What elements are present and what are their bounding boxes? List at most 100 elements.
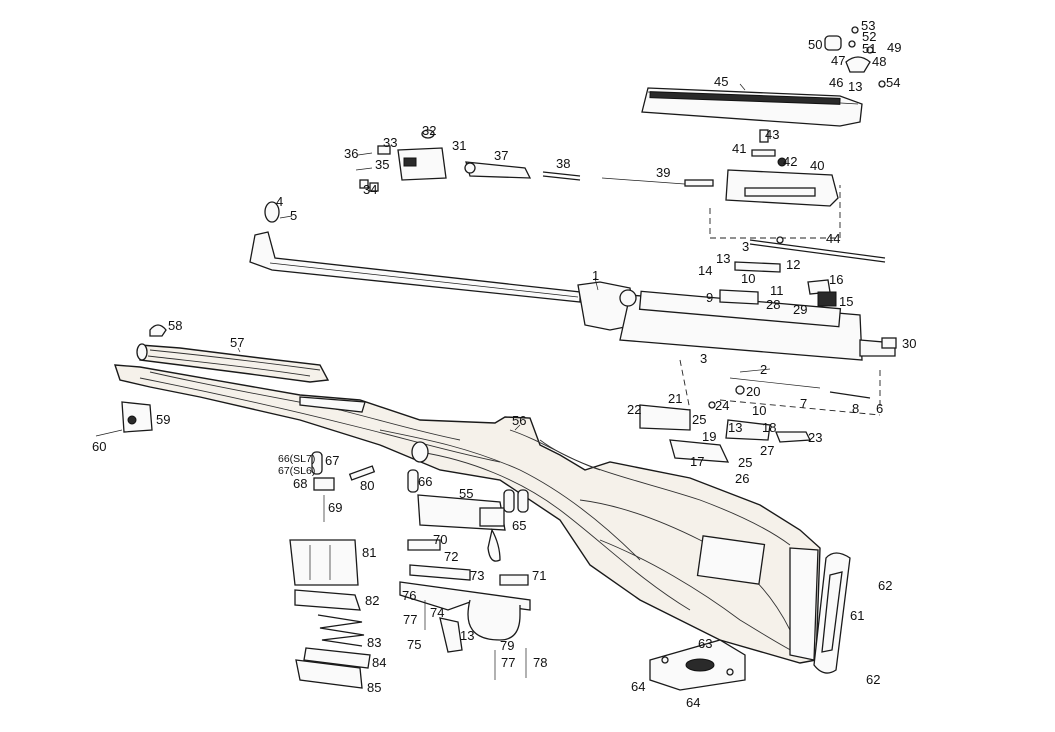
part-label-25-alt4: 25 [738,455,752,470]
sight-part-4-5 [264,201,293,223]
part-label-6: 6 [876,401,883,416]
part-label-62-alt5: 62 [866,672,880,687]
stock-part-56 [114,364,821,664]
part-label-16: 16 [829,272,843,287]
part-label-35: 35 [375,157,389,172]
part-label-72: 72 [444,549,458,564]
part-label-48: 48 [872,54,886,69]
part-label-32: 32 [422,123,436,138]
part-label-76: 76 [402,588,416,603]
part-label-26: 26 [735,471,749,486]
part-label-21: 21 [668,391,682,406]
recoil-spring-part-44 [749,239,886,263]
small-parts-32-36 [355,129,435,192]
magazine-plate-part-84 [303,647,371,669]
part-label-77: 77 [403,612,417,627]
part-label-71: 71 [532,568,546,583]
barrel-receiver-part-1 [249,231,896,361]
part-label-13-alt2: 13 [460,628,474,643]
part-label-64: 64 [631,679,645,694]
part-label-15: 15 [839,294,853,309]
part-label-9: 9 [706,290,713,305]
part-label-18: 18 [762,420,776,435]
part-label-69: 69 [328,500,342,515]
part-label-80: 80 [360,478,374,493]
block-part-68 [313,477,335,491]
part-label-63: 63 [698,636,712,651]
part-label-11: 11 [770,283,784,298]
part-label-75: 75 [407,637,421,652]
part-label-53: 53 [861,18,875,33]
part-label-41: 41 [732,141,746,156]
magazine-spring-part-83 [317,614,365,647]
trigger-housing-part-55 [417,494,506,562]
part-label-83: 83 [367,635,381,650]
front-cap-part-59 [121,401,153,433]
part-label-10: 10 [741,271,755,286]
part-label-31: 31 [452,138,466,153]
part-label-47: 47 [831,53,845,68]
part-label-65: 65 [512,518,526,533]
part-label-82: 82 [365,593,379,608]
part-label-56: 56 [512,413,526,428]
part-label-2: 2 [760,362,767,377]
part-label-10-alt3: 10 [752,403,766,418]
pin-part-30 [881,337,897,349]
part-label-40: 40 [810,158,824,173]
part-label-54: 54 [886,75,900,90]
pin-part-80 [348,465,376,481]
part-label-50: 50 [808,37,822,52]
part-label-66: 66 [418,474,432,489]
part-label-13-alt1: 13 [848,79,862,94]
part-label-78: 78 [533,655,547,670]
bolt-carrier-part-40 [709,169,841,239]
part-label-29: 29 [793,302,807,317]
small-parts-41-43 [751,129,787,167]
part-label-64-alt6: 64 [686,695,700,710]
handguard-part-57 [136,343,330,383]
part-label-79: 79 [500,638,514,653]
hammer-part-74 [439,617,463,653]
part-label-4: 4 [276,194,283,209]
part-label-25: 25 [692,412,706,427]
part-label-77-alt8: 77 [501,655,515,670]
part-label-22: 22 [627,402,641,417]
buttplate-part-61 [813,552,851,674]
part-label-12: 12 [786,257,800,272]
part-label-13: 13 [716,251,730,266]
part-label-17: 17 [690,454,704,469]
part-label-36: 36 [344,146,358,161]
trigger-guard-part-73 [399,539,531,641]
part-label-37: 37 [494,148,508,163]
slot-label-line-1: 66(SL7) [278,453,315,465]
part-label-60: 60 [92,439,106,454]
part-label-45: 45 [714,74,728,89]
part-label-8: 8 [852,401,859,416]
part-label-5: 5 [290,208,297,223]
trigger-mechanism-parts-17-27 [639,359,881,463]
part-label-62: 62 [878,578,892,593]
part-label-19: 19 [702,429,716,444]
part-label-14: 14 [698,263,712,278]
part-label-39: 39 [656,165,670,180]
pins-65-66-77-78 [311,451,529,680]
part-label-7: 7 [800,396,807,411]
part-label-59: 59 [156,412,170,427]
part-label-38: 38 [556,156,570,171]
part-label-73: 73 [470,568,484,583]
part-label-70: 70 [433,532,447,547]
rod-part-39 [601,177,714,187]
part-label-55: 55 [459,486,473,501]
part-label-84: 84 [372,655,386,670]
part-label-68: 68 [293,476,307,491]
part-label-20: 20 [746,384,760,399]
part-label-28: 28 [766,297,780,312]
sling-plate-part-63 [649,639,746,691]
part-label-3-alt7: 3 [742,239,749,254]
part-label-74: 74 [430,605,444,620]
part-label-33: 33 [383,135,397,150]
operating-rod-part-37 [464,161,532,179]
part-label-46: 46 [829,75,843,90]
